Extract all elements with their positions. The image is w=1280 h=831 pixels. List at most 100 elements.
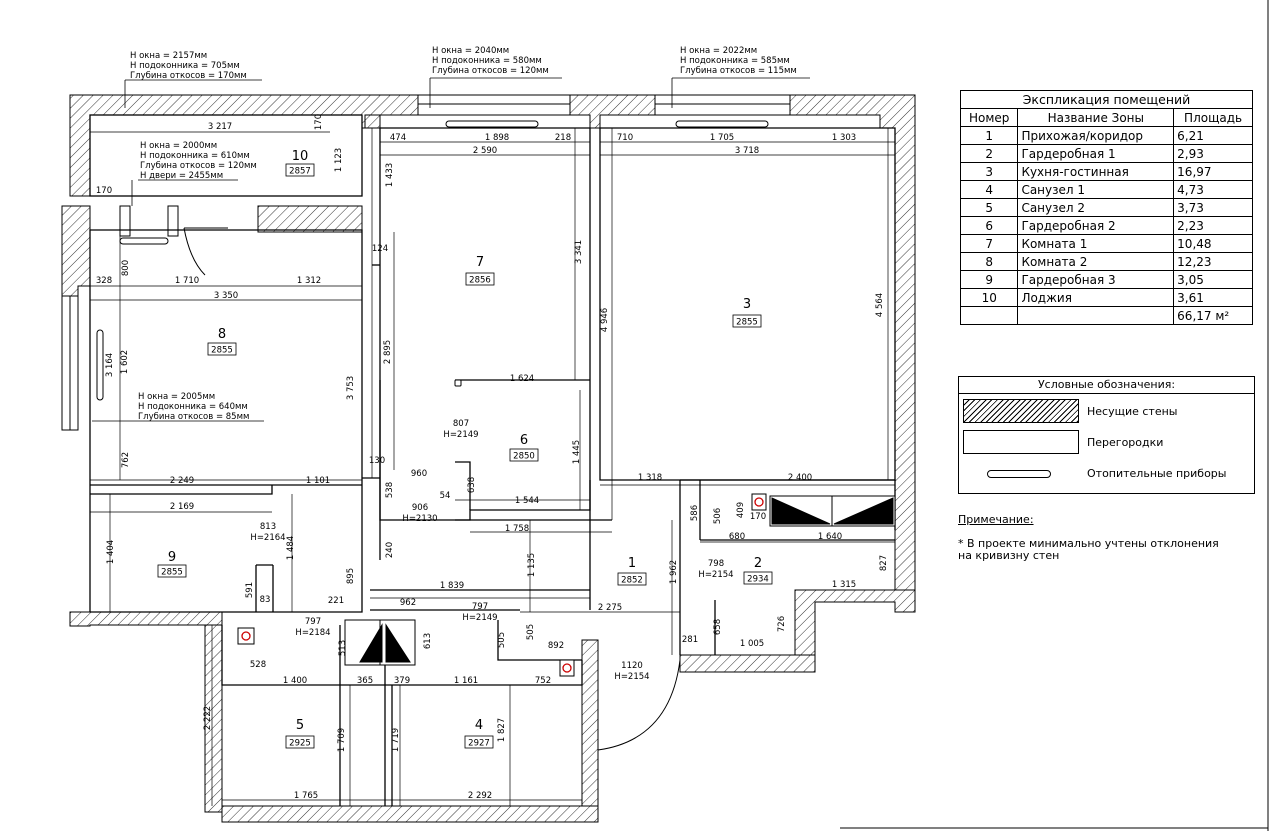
row-num: 8	[959, 252, 1019, 271]
total-area: 66,17 м²	[1173, 306, 1253, 325]
door-798-h: H=2154	[698, 570, 733, 580]
room-height-3: 2855	[736, 318, 758, 328]
door-swings	[119, 205, 681, 751]
dim: 962	[400, 598, 416, 608]
dim: 1 705	[710, 133, 734, 143]
dim: 613	[423, 633, 433, 649]
dim: 1 445	[572, 440, 582, 464]
dim: 379	[394, 676, 410, 686]
dim: 710	[617, 133, 633, 143]
total-empty-2	[1017, 306, 1175, 325]
dim: 1 765	[294, 791, 318, 801]
dim: 170	[96, 186, 112, 196]
dim: 409	[736, 502, 746, 518]
row-num: 3	[959, 162, 1019, 181]
room-height-9: 2855	[161, 568, 183, 578]
dim: 3 753	[346, 376, 356, 400]
dim: 1 161	[454, 676, 478, 686]
dim: 3 217	[208, 122, 232, 132]
dim: 3 350	[214, 291, 238, 301]
row-area: 10,48	[1173, 234, 1253, 253]
dim: 1 898	[485, 133, 509, 143]
dim: 328	[96, 276, 112, 286]
note-line-1: * В проекте минимально учтены отклонения	[958, 537, 1219, 550]
risers	[237, 493, 767, 677]
row-num: 4	[959, 180, 1019, 199]
partitions	[89, 114, 896, 806]
dim: 1 719	[391, 728, 401, 752]
legend-bearing: Несущие стены	[1087, 405, 1178, 418]
note-room8-1: Н окна = 2005мм	[138, 392, 215, 402]
dim: 1 484	[286, 536, 296, 560]
dim: 1 433	[385, 163, 395, 187]
dim: 130	[369, 456, 385, 466]
dim: 506	[713, 508, 723, 524]
dim: 726	[777, 616, 787, 632]
dim: 1 400	[283, 676, 307, 686]
dim: 1 318	[638, 473, 662, 483]
room-height-10: 2857	[289, 167, 311, 177]
dim: 365	[357, 676, 373, 686]
dim: 170	[314, 114, 324, 130]
dim: 528	[250, 660, 266, 670]
dim: 1 544	[515, 496, 539, 506]
dim: 170	[750, 512, 766, 522]
row-name: Гардеробная 1	[1017, 144, 1175, 163]
dim: 762	[121, 452, 131, 468]
dimension-lines	[90, 128, 895, 806]
row-name: Прихожая/коридор	[1017, 126, 1175, 145]
door-1120: 1120	[621, 661, 643, 671]
dim: 505	[526, 624, 536, 640]
room-height-5: 2925	[289, 739, 311, 749]
dim: 586	[690, 505, 700, 521]
dim: 892	[548, 641, 564, 651]
header-number: Номер	[959, 108, 1019, 127]
row-name: Гардеробная 2	[1017, 216, 1175, 235]
header-area: Площадь	[1173, 108, 1253, 127]
row-name: Кухня-гостинная	[1017, 162, 1175, 181]
note-top-mid-3: Глубина откосов = 120мм	[432, 66, 549, 76]
explication-table: Экспликация помещений Номер Название Зон…	[959, 90, 1253, 325]
row-name: Санузел 1	[1017, 180, 1175, 199]
room-height-4: 2927	[468, 739, 490, 749]
dim: 1 962	[669, 560, 679, 584]
door-813-h: H=2164	[250, 533, 285, 543]
dim: 2 895	[383, 340, 393, 364]
note-loggia-4: Н двери = 2455мм	[140, 171, 223, 181]
dim: 221	[328, 596, 344, 606]
dim: 800	[121, 260, 131, 276]
note-top-right-1: Н окна = 2022мм	[680, 46, 757, 56]
dim: 1 315	[832, 580, 856, 590]
row-name: Комната 2	[1017, 252, 1175, 271]
dim: 513	[338, 640, 348, 656]
dim: 281	[682, 635, 698, 645]
room-num-7: 7	[476, 255, 484, 270]
dim: 1 758	[505, 524, 529, 534]
windows	[61, 94, 791, 431]
row-num: 9	[959, 270, 1019, 289]
door-807-h: H=2149	[443, 430, 478, 440]
partition-swatch	[963, 430, 1079, 454]
legend-partitions: Перегородки	[1087, 436, 1164, 449]
sheet-frame	[840, 0, 1269, 831]
dim: 218	[555, 133, 571, 143]
legend-row-bearing: Несущие стены	[959, 399, 1254, 423]
dim: 2 222	[203, 706, 213, 730]
room-num-8: 8	[218, 327, 226, 342]
dim: 1 827	[497, 718, 507, 742]
total-empty-1	[959, 306, 1019, 325]
row-area: 3,73	[1173, 198, 1253, 217]
legend: Условные обозначения: Несущие стены Пере…	[958, 376, 1255, 494]
row-area: 16,97	[1173, 162, 1253, 181]
dim: 752	[535, 676, 551, 686]
dim: 658	[713, 619, 723, 635]
legend-row-heaters: Отопительные приборы	[959, 461, 1254, 485]
dim: 1 312	[297, 276, 321, 286]
dim: 1 710	[175, 276, 199, 286]
legend-title: Условные обозначения:	[959, 377, 1254, 394]
